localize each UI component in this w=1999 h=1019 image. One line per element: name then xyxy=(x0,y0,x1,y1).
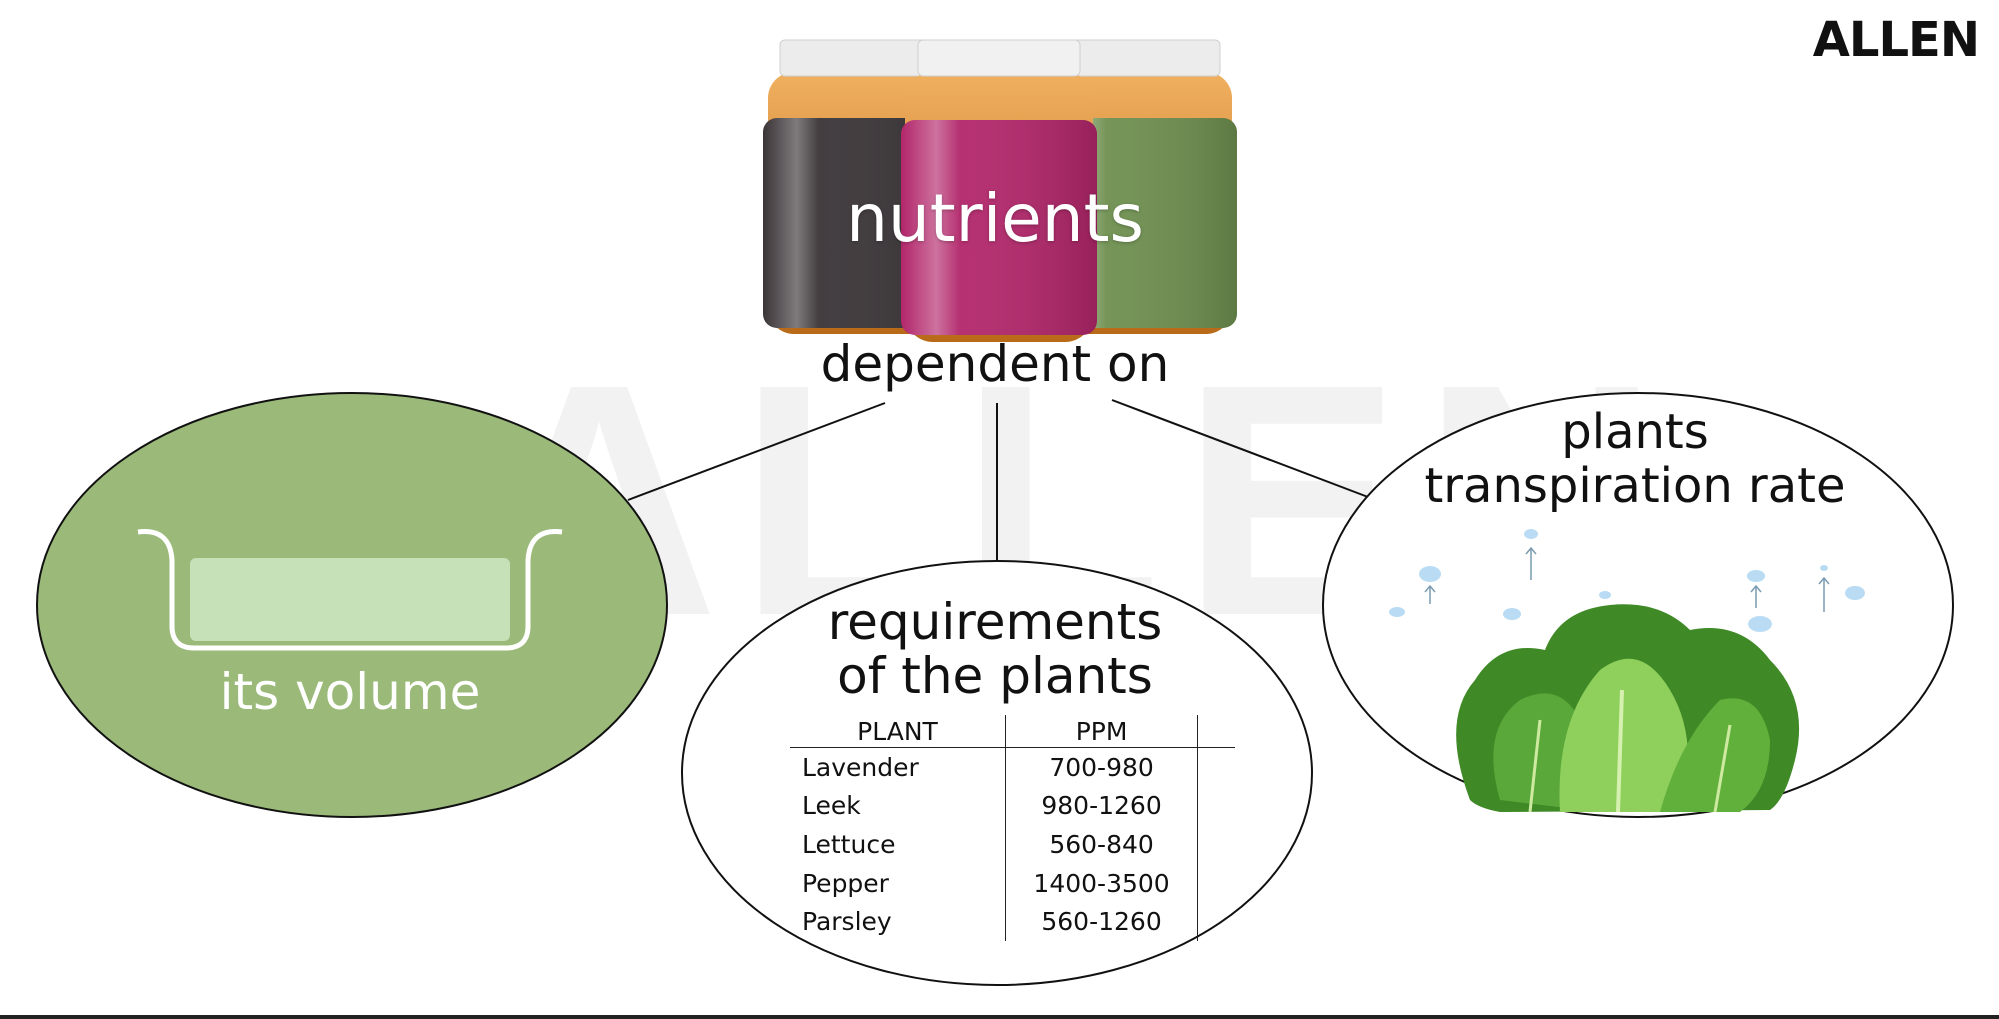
column-header-ppm: PPM xyxy=(1004,715,1198,748)
dependent-on-label: dependent on xyxy=(820,335,1170,393)
ppm-cell: 560-840 xyxy=(1004,825,1198,864)
empty-cell xyxy=(1197,825,1235,864)
droplet-icon xyxy=(1747,570,1765,582)
ppm-table: PLANT PPM Lavender 700-980 Leek 980-1260… xyxy=(790,715,1235,941)
tray-icon xyxy=(137,529,563,651)
empty-cell xyxy=(1197,902,1235,941)
requirements-title-line2: of the plants xyxy=(837,647,1153,705)
arrow-up-icon xyxy=(1525,546,1537,580)
table-row: Leek 980-1260 xyxy=(790,786,1235,826)
connector-line xyxy=(627,402,886,501)
table-row: Lettuce 560-840 xyxy=(790,825,1235,864)
droplet-icon xyxy=(1419,566,1441,582)
droplet-icon xyxy=(1845,586,1865,600)
arrow-up-icon xyxy=(1818,576,1830,612)
arrow-up-icon xyxy=(1750,584,1762,608)
ppm-cell: 1400-3500 xyxy=(1004,863,1198,903)
transpiration-title: plants transpiration rate xyxy=(1330,405,1940,513)
plant-cell: Parsley xyxy=(802,907,892,937)
requirements-title: requirements of the plants xyxy=(690,595,1300,703)
column-header-plant: PLANT xyxy=(790,715,1006,748)
ppm-cell: 980-1260 xyxy=(1004,786,1198,826)
arrow-up-icon xyxy=(1424,584,1436,604)
ppm-cell: 560-1260 xyxy=(1004,902,1198,941)
plant-cell: Leek xyxy=(802,791,861,821)
plant-cell: Lavender xyxy=(802,752,919,782)
volume-label: its volume xyxy=(219,663,481,721)
empty-cell xyxy=(1197,863,1235,903)
nutrients-label: nutrients xyxy=(846,180,1144,257)
connector-line xyxy=(1111,399,1369,498)
column-header-empty xyxy=(1197,715,1235,748)
plant-cell: Lettuce xyxy=(802,829,896,859)
table-row: Parsley 560-1260 xyxy=(790,902,1235,941)
droplet-icon xyxy=(1389,607,1405,617)
table-header-row: PLANT PPM xyxy=(790,715,1235,748)
bottom-border xyxy=(0,1015,1999,1019)
transpiration-title-line2: transpiration rate xyxy=(1424,458,1846,514)
transpiration-title-line1: plants xyxy=(1561,404,1709,460)
ppm-cell: 700-980 xyxy=(1004,747,1198,787)
droplet-icon xyxy=(1524,529,1538,539)
requirements-title-line1: requirements xyxy=(827,593,1163,651)
table-row: Lavender 700-980 xyxy=(790,747,1235,787)
table-row: Pepper 1400-3500 xyxy=(790,863,1235,903)
allen-logo: ALLEN xyxy=(1812,12,1980,68)
jar-icon xyxy=(901,39,1097,342)
droplet-icon xyxy=(1503,608,1521,620)
empty-cell xyxy=(1197,747,1235,787)
droplet-icon xyxy=(1748,616,1772,632)
droplet-icon xyxy=(1599,591,1611,599)
droplet-icon xyxy=(1820,565,1828,571)
jar-icon xyxy=(1051,39,1237,334)
lettuce-icon xyxy=(1456,604,1800,813)
plant-cell: Pepper xyxy=(802,868,889,898)
empty-cell xyxy=(1197,786,1235,826)
